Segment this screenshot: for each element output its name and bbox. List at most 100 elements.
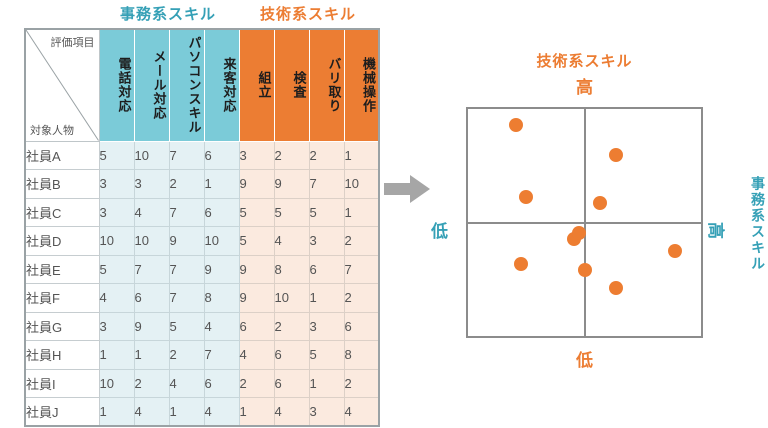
value-cell: 2 [308,140,345,170]
scatter-point [519,190,534,205]
value-cell: 5 [238,226,275,256]
column-header: 検査 [273,28,310,142]
value-cell: 3 [133,169,170,199]
table-header-row: 評価項目 対象人物 電話対応メール対応パソコンスキル来客対応組立検査バリ取り機械… [24,28,380,142]
row-label: 社員H [24,340,100,370]
row-label: 社員F [24,283,100,313]
column-header: メール対応 [133,28,170,142]
x-axis-low-label: 低 [431,222,448,241]
value-cell: 2 [168,169,205,199]
value-cell: 3 [98,311,135,341]
scatter-point [508,117,523,132]
value-cell: 8 [203,283,240,313]
value-cell: 1 [98,340,135,370]
value-cell: 5 [98,140,135,170]
value-cell: 5 [273,197,310,227]
y-axis-title: 技術系スキル [536,53,633,70]
value-cell: 4 [133,197,170,227]
value-cell: 4 [343,397,380,427]
quadrant-plot [466,107,703,338]
value-cell: 3 [308,397,345,427]
office-skill-group-label: 事務系スキル [119,6,216,23]
quadrant-horizontal-divider [468,221,701,224]
value-cell: 5 [308,340,345,370]
value-cell: 5 [168,311,205,341]
value-cell: 7 [168,197,205,227]
value-cell: 2 [238,368,275,398]
scatter-point [609,147,624,162]
value-cell: 9 [238,283,275,313]
column-header: 組立 [238,28,275,142]
column-header: パソコンスキル [168,28,205,142]
row-label: 社員A [24,140,100,170]
scatter-point [593,196,608,211]
row-label: 社員I [24,368,100,398]
scatter-point [667,244,682,259]
value-cell: 9 [238,169,275,199]
value-cell: 10 [343,169,380,199]
value-cell: 7 [133,254,170,284]
value-cell: 1 [168,397,205,427]
value-cell: 2 [273,311,310,341]
x-axis-title: 事務系スキル [750,176,766,272]
value-cell: 5 [238,197,275,227]
value-cell: 6 [343,311,380,341]
value-cell: 2 [168,340,205,370]
value-cell: 2 [343,226,380,256]
value-cell: 3 [238,140,275,170]
value-cell: 4 [98,283,135,313]
value-cell: 3 [308,311,345,341]
table-corner-cell: 評価項目 対象人物 [24,28,100,142]
value-cell: 8 [273,254,310,284]
value-cell: 2 [133,368,170,398]
x-axis-high-label: 高 [706,222,725,239]
value-cell: 10 [98,226,135,256]
value-cell: 9 [238,254,275,284]
value-cell: 6 [273,340,310,370]
value-cell: 6 [273,368,310,398]
y-axis-high-label: 高 [576,78,593,97]
row-label: 社員C [24,197,100,227]
technical-skill-group-label: 技術系スキル [259,6,356,23]
value-cell: 1 [308,283,345,313]
value-cell: 9 [168,226,205,256]
value-cell: 1 [98,397,135,427]
value-cell: 7 [308,169,345,199]
value-cell: 7 [343,254,380,284]
scatter-point [572,226,587,241]
value-cell: 7 [168,254,205,284]
value-cell: 8 [343,340,380,370]
value-cell: 9 [273,169,310,199]
value-cell: 6 [308,254,345,284]
value-cell: 2 [273,140,310,170]
value-cell: 7 [203,340,240,370]
value-cell: 5 [98,254,135,284]
value-cell: 6 [203,197,240,227]
skill-evaluation-table: 評価項目 対象人物 電話対応メール対応パソコンスキル来客対応組立検査バリ取り機械… [24,28,380,427]
scatter-point [609,280,624,295]
value-cell: 4 [273,397,310,427]
value-cell: 3 [98,169,135,199]
column-header: バリ取り [308,28,345,142]
value-cell: 9 [203,254,240,284]
value-cell: 1 [343,140,380,170]
value-cell: 10 [203,226,240,256]
value-cell: 4 [168,368,205,398]
value-cell: 1 [133,340,170,370]
value-cell: 10 [273,283,310,313]
column-header: 機械操作 [343,28,380,142]
value-cell: 6 [238,311,275,341]
value-cell: 7 [168,140,205,170]
value-cell: 6 [203,368,240,398]
right-arrow-icon [384,175,430,203]
scatter-point [513,256,528,271]
row-label: 社員G [24,311,100,341]
row-label: 社員D [24,226,100,256]
